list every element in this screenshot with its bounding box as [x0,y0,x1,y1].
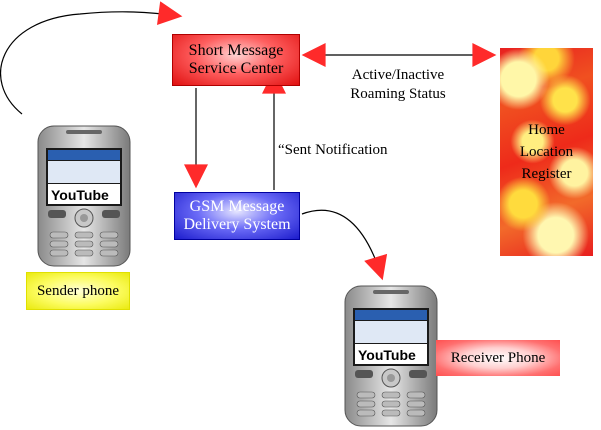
sender-phone-icon: YouTube [37,125,131,267]
hlr-label-line2: Location [519,144,574,160]
sender-phone-tag: Sender phone [26,272,130,310]
roaming-status-label: Active/Inactive Roaming Status [332,66,464,104]
hlr-box: Home Location Register [500,48,593,256]
roaming-label-line2: Roaming Status [350,86,446,102]
sender-phone-label: Sender phone [36,282,120,299]
gsm-label-line2: Delivery System [183,216,291,233]
receiver-phone-tag: Receiver Phone [436,340,560,376]
hlr-label-line3: Register [521,166,572,182]
hlr-label-line1: Home [528,122,565,138]
sent-notification-label: “Sent Notification [278,142,388,158]
sender-phone-screen-text: YouTube [51,187,109,203]
roaming-label-line1: Active/Inactive [351,67,445,83]
sender-to-smsc-arrow [0,1,183,115]
smsc-box: Short Message Service Center [172,34,300,86]
smsc-label-line1: Short Message [188,42,284,59]
smsc-label-line2: Service Center [188,60,284,77]
gsm-label-line1: GSM Message [189,198,285,215]
gsm-to-receiver-arrow [301,209,388,281]
gsm-box: GSM Message Delivery System [174,192,300,240]
receiver-phone-label: Receiver Phone [450,349,546,366]
receiver-phone-icon: YouTube [344,285,438,427]
receiver-phone-screen-text: YouTube [358,347,416,363]
